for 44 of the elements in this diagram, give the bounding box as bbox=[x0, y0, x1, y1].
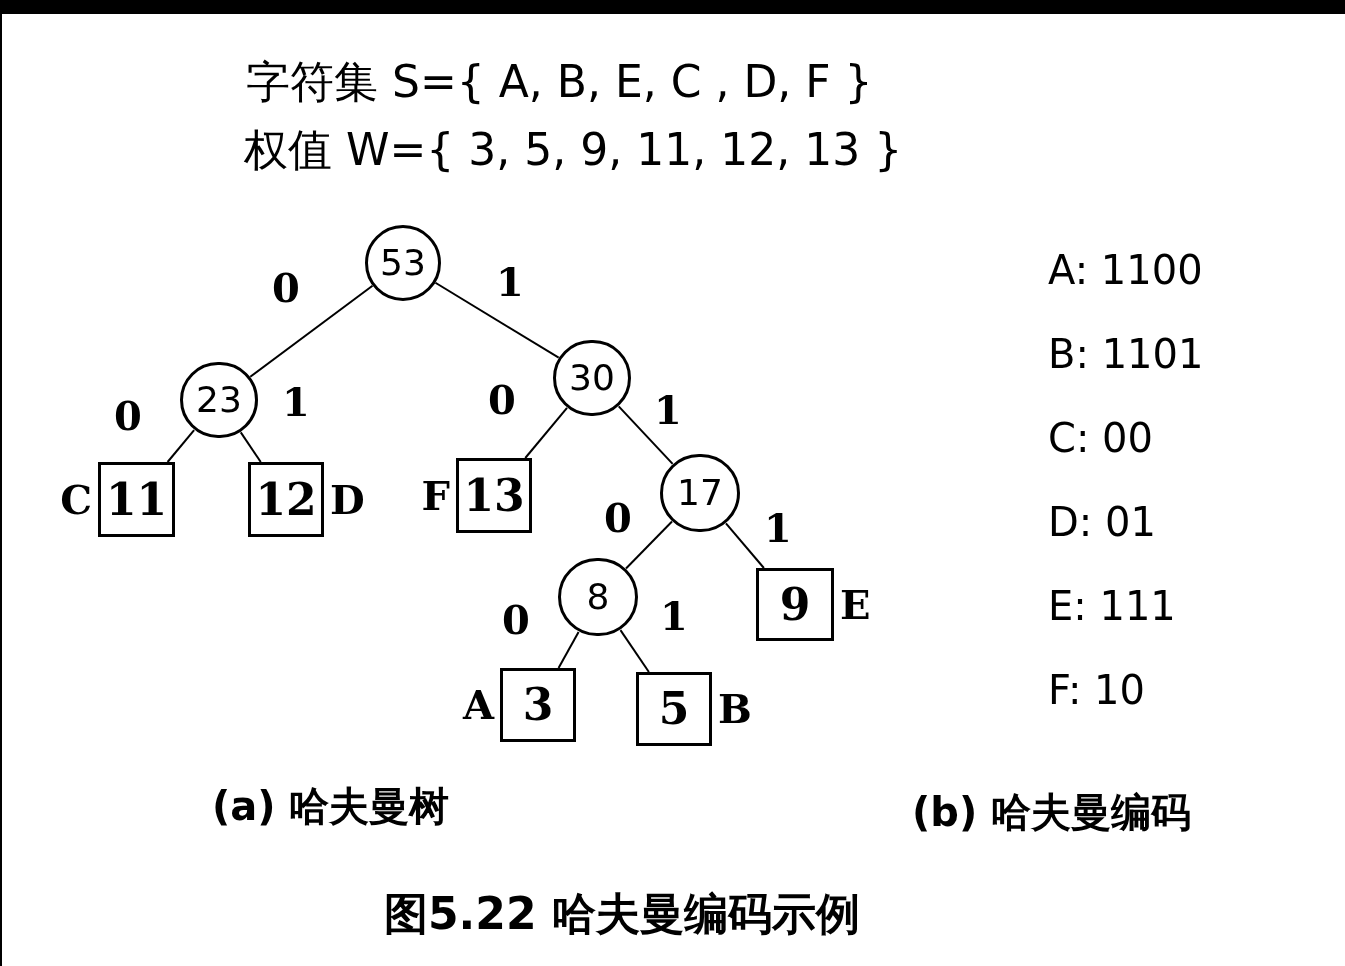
tree-edge bbox=[239, 431, 262, 463]
code-entry: A: 1100 bbox=[1048, 250, 1203, 290]
tree-edge bbox=[434, 281, 560, 359]
symbol-label: A bbox=[462, 685, 494, 725]
weight-value: 17 bbox=[677, 475, 723, 511]
tree-edge bbox=[524, 406, 568, 459]
symbol-label: F bbox=[421, 475, 450, 516]
code-entry: C: 00 bbox=[1048, 418, 1154, 458]
leaf-box bbox=[248, 462, 324, 537]
weight-value: 11 bbox=[105, 477, 168, 522]
weight-value: 8 bbox=[586, 579, 610, 615]
symbol-label: C bbox=[60, 479, 92, 520]
weight-value: 9 bbox=[779, 582, 811, 627]
tree-edge bbox=[619, 629, 650, 673]
symbol-label: D bbox=[330, 479, 365, 520]
weight-value: 5 bbox=[658, 687, 690, 731]
tree-edge bbox=[166, 429, 196, 463]
leaf-box bbox=[456, 458, 532, 533]
leaf-box bbox=[636, 672, 712, 746]
leaf-box bbox=[500, 668, 576, 742]
weight-value: 53 bbox=[380, 245, 426, 281]
tree-edge bbox=[724, 522, 765, 569]
tree-edge bbox=[617, 405, 674, 465]
set-definition: 字符集 S={ A, B, E, C , D, F } bbox=[246, 60, 873, 104]
code-entry: D: 01 bbox=[1048, 502, 1156, 542]
tree-edge bbox=[557, 630, 580, 669]
set-definition: 权值 W={ 3, 5, 9, 11, 12, 13 } bbox=[244, 128, 903, 172]
leaf-box bbox=[756, 568, 834, 641]
code-entry: E: 111 bbox=[1048, 586, 1176, 626]
subfigure-caption: (b) 哈夫曼编码 bbox=[912, 792, 1192, 832]
subfigure-caption: (a) 哈夫曼树 bbox=[212, 786, 450, 826]
figure-caption: 图5.22 哈夫曼编码示例 bbox=[384, 892, 860, 936]
code-entry: F: 10 bbox=[1048, 670, 1145, 710]
weight-value: 30 bbox=[569, 360, 615, 396]
leaf-box bbox=[98, 462, 175, 537]
code-entry: B: 1101 bbox=[1048, 334, 1204, 374]
symbol-label: B bbox=[718, 689, 752, 729]
tree-edge bbox=[625, 520, 673, 570]
weight-value: 12 bbox=[255, 477, 317, 522]
symbol-label: E bbox=[840, 584, 871, 625]
tree-edge bbox=[249, 284, 374, 378]
weight-value: 3 bbox=[522, 683, 554, 727]
weight-value: 23 bbox=[196, 382, 242, 418]
weight-value: 13 bbox=[463, 473, 525, 518]
